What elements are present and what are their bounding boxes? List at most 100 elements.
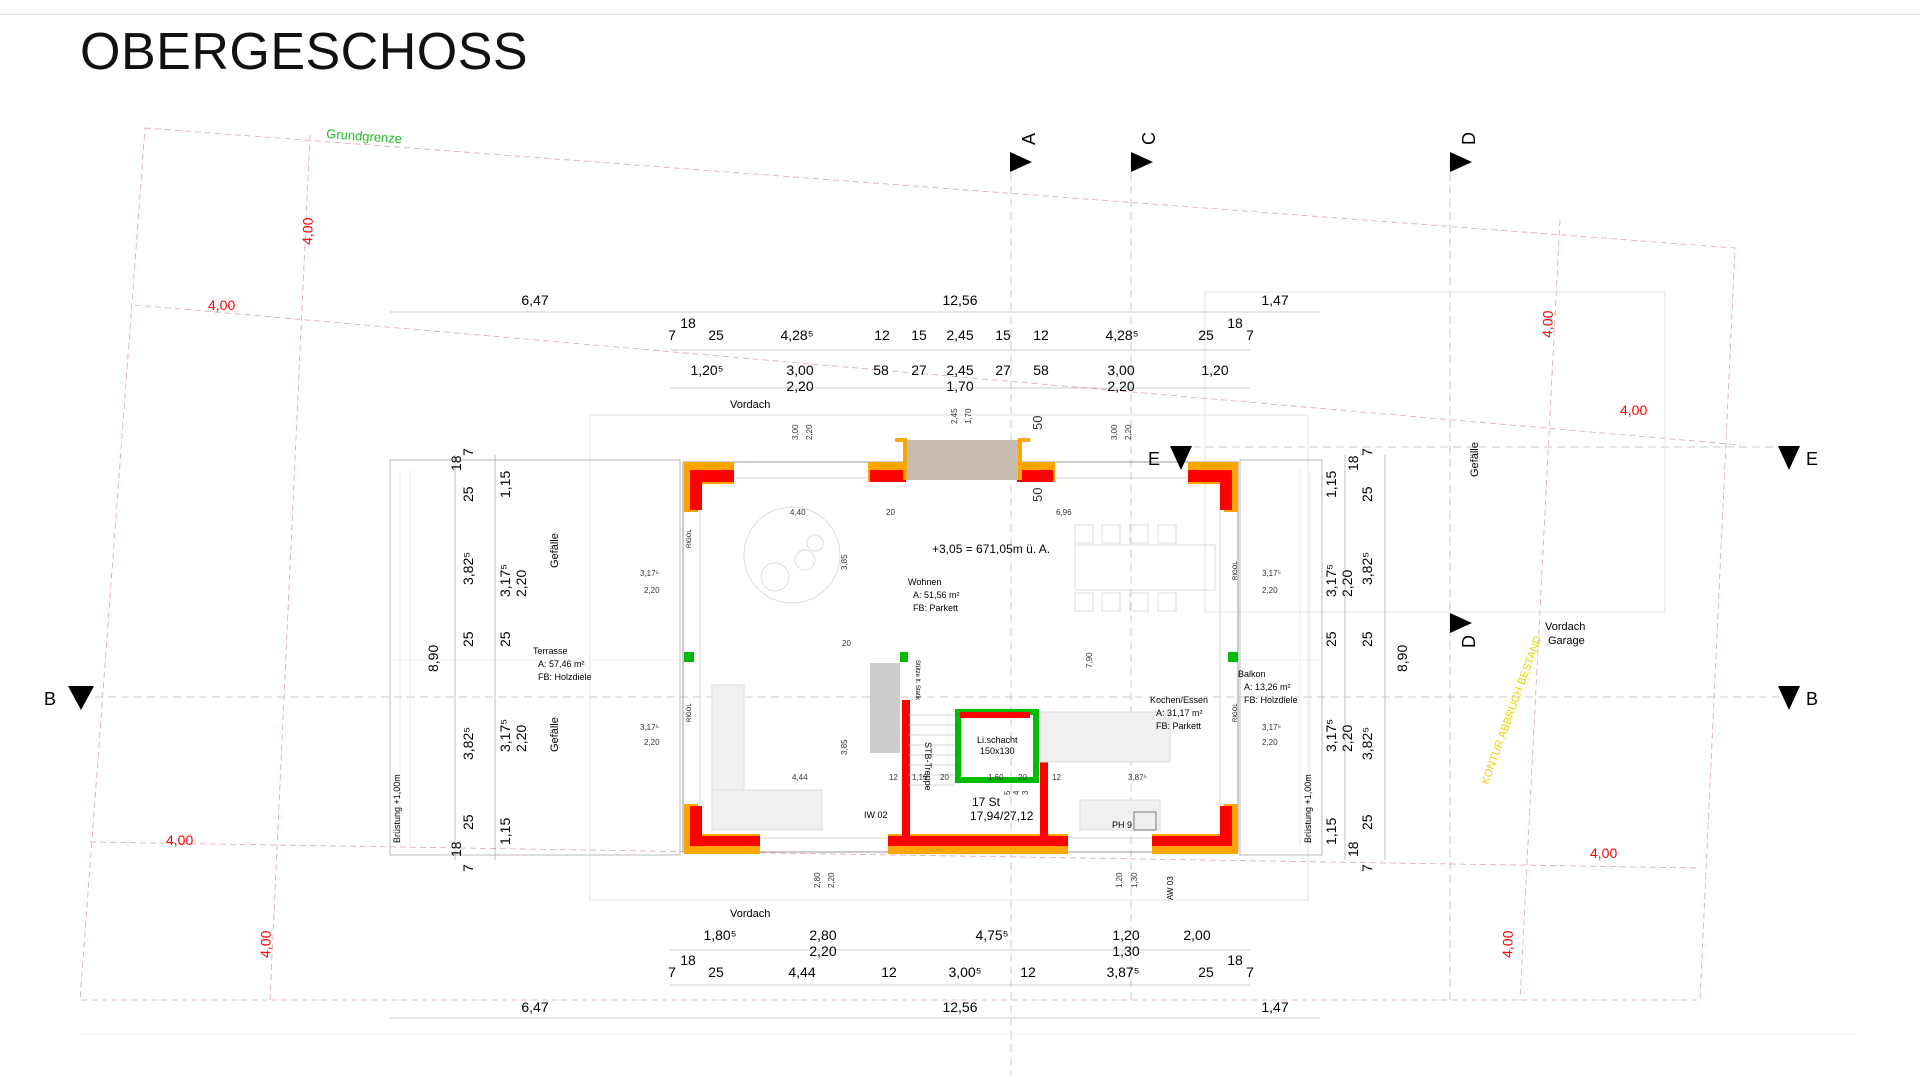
room-labels: Wohnen A: 51,56 m² FB: Parkett Kochen/Es… [533,577,1298,823]
svg-text:12: 12 [1020,964,1036,980]
svg-text:4,44: 4,44 [792,773,808,782]
svg-text:25: 25 [1359,486,1375,502]
svg-text:4,00: 4,00 [1590,845,1617,861]
svg-text:4,00: 4,00 [1539,310,1556,338]
svg-text:2,80: 2,80 [809,927,836,943]
section-e-right-label: E [1806,449,1818,469]
stair-label: STB-Treppe [923,742,933,791]
rigol-3: RIGOL [1233,561,1239,580]
rigol-4: RIGOL [1233,703,1239,722]
svg-text:58: 58 [873,362,889,378]
svg-text:18: 18 [448,455,464,471]
svg-text:7: 7 [460,448,476,456]
iw02-label: IW 02 [864,810,888,820]
svg-text:2,20: 2,20 [1339,570,1355,597]
svg-text:1,70: 1,70 [964,408,973,424]
room-balkon-floor: FB: Holzdiele [1244,695,1298,705]
svg-text:3,82⁵: 3,82⁵ [460,727,476,760]
svg-text:12: 12 [889,773,898,782]
svg-text:1,15: 1,15 [497,471,513,498]
svg-text:18: 18 [1345,455,1361,471]
svg-text:3,17⁵: 3,17⁵ [1323,564,1339,597]
svg-text:27: 27 [995,362,1011,378]
svg-text:6,47: 6,47 [521,999,548,1015]
svg-text:3,17⁵: 3,17⁵ [1262,569,1281,578]
svg-text:25: 25 [460,631,476,647]
svg-text:12: 12 [1052,773,1061,782]
svg-text:6,96: 6,96 [1056,508,1072,517]
svg-text:3,00: 3,00 [786,362,813,378]
svg-text:12,56: 12,56 [942,292,977,308]
staircase [908,714,955,786]
svg-text:18: 18 [680,952,696,968]
svg-text:4,00: 4,00 [257,930,274,958]
svg-text:2,00: 2,00 [1183,927,1210,943]
aw03-label: AW 03 [1166,876,1175,900]
svg-text:1,15: 1,15 [1323,818,1339,845]
svg-text:4,00: 4,00 [208,297,235,313]
room-terrasse-floor: FB: Holzdiele [538,672,592,682]
shaft-top [960,712,1030,718]
svg-text:3: 3 [1021,790,1030,795]
room-balkon-name: Balkon [1238,669,1266,679]
section-markers [68,152,1800,710]
svg-text:25: 25 [708,964,724,980]
svg-text:4: 4 [1012,790,1021,795]
svg-text:1,20: 1,20 [1115,872,1124,888]
roof-outline [589,414,1309,901]
svg-text:4,00: 4,00 [1620,402,1647,418]
svg-text:3,87⁵: 3,87⁵ [1128,773,1147,782]
svg-text:25: 25 [1198,964,1214,980]
svg-text:3,87⁵: 3,87⁵ [1106,964,1139,980]
top-dimensions: 6,47 12,56 1,47 7 18 25 4,28⁵ 12 15 2,45… [521,292,1288,394]
svg-text:2,20: 2,20 [513,725,529,752]
gefaelle-2: Gefälle [549,717,561,752]
top-rule [0,14,1920,15]
svg-text:1,10: 1,10 [912,773,928,782]
svg-text:25: 25 [1359,631,1375,647]
svg-text:3,82⁵: 3,82⁵ [1359,552,1375,585]
svg-text:15: 15 [911,327,927,343]
page-title: OBERGESCHOSS [80,23,529,81]
svg-text:7: 7 [1246,327,1254,343]
interior-outline [699,477,1221,839]
svg-text:25: 25 [708,327,724,343]
balcony-outline [1239,459,1323,856]
svg-text:58: 58 [1033,362,1049,378]
room-terrasse-name: Terrasse [533,646,568,656]
svg-text:3,00: 3,00 [1107,362,1134,378]
vordach-top: Vordach [730,399,770,411]
svg-text:7,90: 7,90 [1085,652,1094,668]
svg-text:3,17⁵: 3,17⁵ [497,719,513,752]
property-line-label: Grundgrenze [326,126,403,146]
svg-text:1,20: 1,20 [1112,927,1139,943]
skylight-bracket-left [895,438,907,480]
svg-text:3,17⁵: 3,17⁵ [497,564,513,597]
column-note: Stütze lt. Statik [914,660,920,701]
svg-text:50: 50 [1030,416,1045,430]
svg-text:12: 12 [881,964,897,980]
svg-text:7: 7 [668,327,676,343]
svg-text:2,20: 2,20 [809,943,836,959]
svg-text:2,20: 2,20 [1124,424,1133,440]
property-grid [79,127,1741,1001]
inner-dimensions: 4,40 20 6,96 3,85 20 3,85 4,44 12 1,10 2… [640,408,1281,888]
svg-text:2,45: 2,45 [950,408,959,424]
svg-text:18: 18 [680,315,696,331]
svg-text:1,30: 1,30 [1130,872,1139,888]
annotations: Vordach Vordach Vordach Garage Gefälle G… [392,399,1585,920]
right-dimensions: 1,15 3,17⁵ 2,20 25 3,17⁵ 2,20 1,15 18 25… [1323,448,1410,872]
svg-text:18: 18 [1345,841,1361,857]
svg-text:1,47: 1,47 [1261,999,1288,1015]
svg-text:12: 12 [874,327,890,343]
svg-text:1,30: 1,30 [1112,943,1139,959]
decking-lines [390,470,1322,845]
gefaelle-1: Gefälle [549,533,561,568]
svg-text:7: 7 [460,864,476,872]
load-bearing-walls [684,462,1238,854]
svg-text:8,90: 8,90 [1394,645,1410,672]
svg-text:3,00: 3,00 [791,424,800,440]
room-balkon-area: A: 13,26 m² [1244,682,1291,692]
dining-table [1074,524,1216,612]
